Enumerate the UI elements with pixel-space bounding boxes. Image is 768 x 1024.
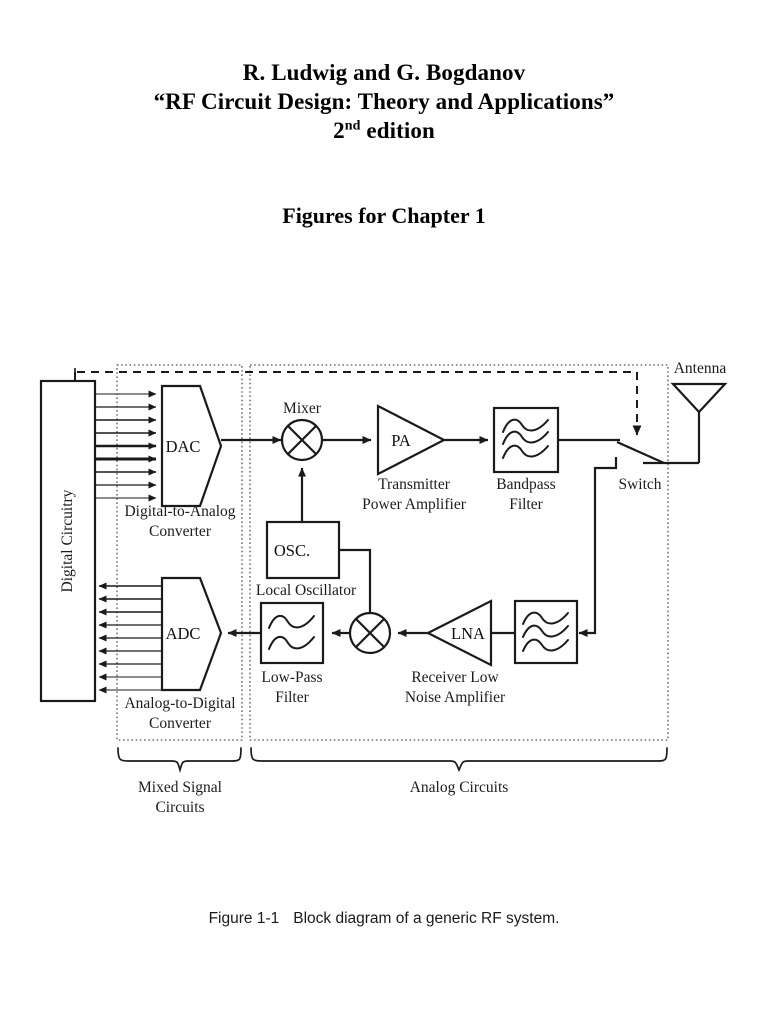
low-pass-wave-icon xyxy=(268,614,315,650)
dac-caption-line1: Digital-to-Analog xyxy=(124,503,235,520)
local-oscillator-block xyxy=(265,520,341,580)
switch-blade xyxy=(616,440,665,465)
adc-caption-line1: Analog-to-Digital xyxy=(124,695,235,712)
switch-label: Switch xyxy=(618,476,661,493)
edition-ordinal-suffix: nd xyxy=(344,118,361,134)
authors-line: R. Ludwig and G. Bogdanov xyxy=(242,60,526,85)
local-oscillator-caption: Local Oscillator xyxy=(256,582,357,599)
analog-circuits-label: Analog Circuits xyxy=(410,779,509,796)
tx-bandpass-caption-line2: Filter xyxy=(509,496,543,513)
adc-label: ADC xyxy=(166,624,201,643)
pa-amplifier-block xyxy=(376,404,447,476)
switch-to-rx-path xyxy=(578,457,618,637)
figure-caption-number: Figure 1-1 xyxy=(208,910,280,927)
edition-word: edition xyxy=(366,118,435,143)
tx-mixer-cross-2 xyxy=(287,425,317,455)
digital-circuitry-label: Digital Circuitry xyxy=(59,489,76,592)
antenna-label: Antenna xyxy=(674,360,727,377)
section-title: Figures for Chapter 1 xyxy=(282,203,486,228)
osc-label: OSC. xyxy=(274,541,310,560)
rx-bandpass-wave-icon xyxy=(522,611,569,652)
adc-block xyxy=(160,576,223,692)
digital-circuitry-block xyxy=(39,379,97,703)
low-pass-filter-block xyxy=(259,601,325,665)
edition-number: 2 xyxy=(333,118,345,143)
dac-caption-line2: Converter xyxy=(149,523,212,540)
edition-line: 2nd edition xyxy=(0,116,768,145)
low-pass-caption-line1: Low-Pass xyxy=(261,669,322,686)
low-pass-caption-line2: Filter xyxy=(275,689,309,706)
analog-circuits-brace xyxy=(250,747,668,773)
antenna-icon xyxy=(670,382,728,414)
tx-bandpass-caption-line1: Bandpass xyxy=(496,476,555,493)
osc-to-rx-mixer-path xyxy=(339,548,374,626)
dac-bus-arrows xyxy=(96,390,157,502)
adc-bus-arrows xyxy=(98,582,162,694)
tx-mixer-label: Mixer xyxy=(283,400,322,417)
lna-caption-line1: Receiver Low xyxy=(411,669,499,686)
rx-bandpass-filter-block xyxy=(513,599,579,665)
document-header: R. Ludwig and G. Bogdanov “RF Circuit De… xyxy=(0,58,768,145)
mixed-signal-brace xyxy=(117,747,242,774)
rx-mixer-cross-2 xyxy=(355,618,385,648)
figure-block-diagram: Digital Circuitry DAC Digital-to-Analog … xyxy=(0,320,768,820)
mixed-signal-label-line1: Mixed Signal xyxy=(138,779,222,796)
analog-circuits-boundary xyxy=(249,364,669,741)
adc-caption-line2: Converter xyxy=(149,715,212,732)
lna-caption-line2: Noise Amplifier xyxy=(405,689,506,706)
pa-caption-line2: Power Amplifier xyxy=(362,496,467,513)
dac-block xyxy=(160,384,223,508)
lna-label: LNA xyxy=(451,624,485,643)
figure-caption: Figure 1-1 Block diagram of a generic RF … xyxy=(0,910,768,928)
figure-caption-text: Block diagram of a generic RF system. xyxy=(293,910,560,927)
pa-label: PA xyxy=(391,431,411,450)
pa-caption-line1: Transmitter xyxy=(378,476,451,493)
tx-bandpass-wave-icon xyxy=(502,418,549,459)
book-title-line: “RF Circuit Design: Theory and Applicati… xyxy=(153,89,615,114)
mixed-signal-label-line2: Circuits xyxy=(155,799,204,816)
lna-block xyxy=(425,599,493,667)
dac-label: DAC xyxy=(166,437,201,456)
